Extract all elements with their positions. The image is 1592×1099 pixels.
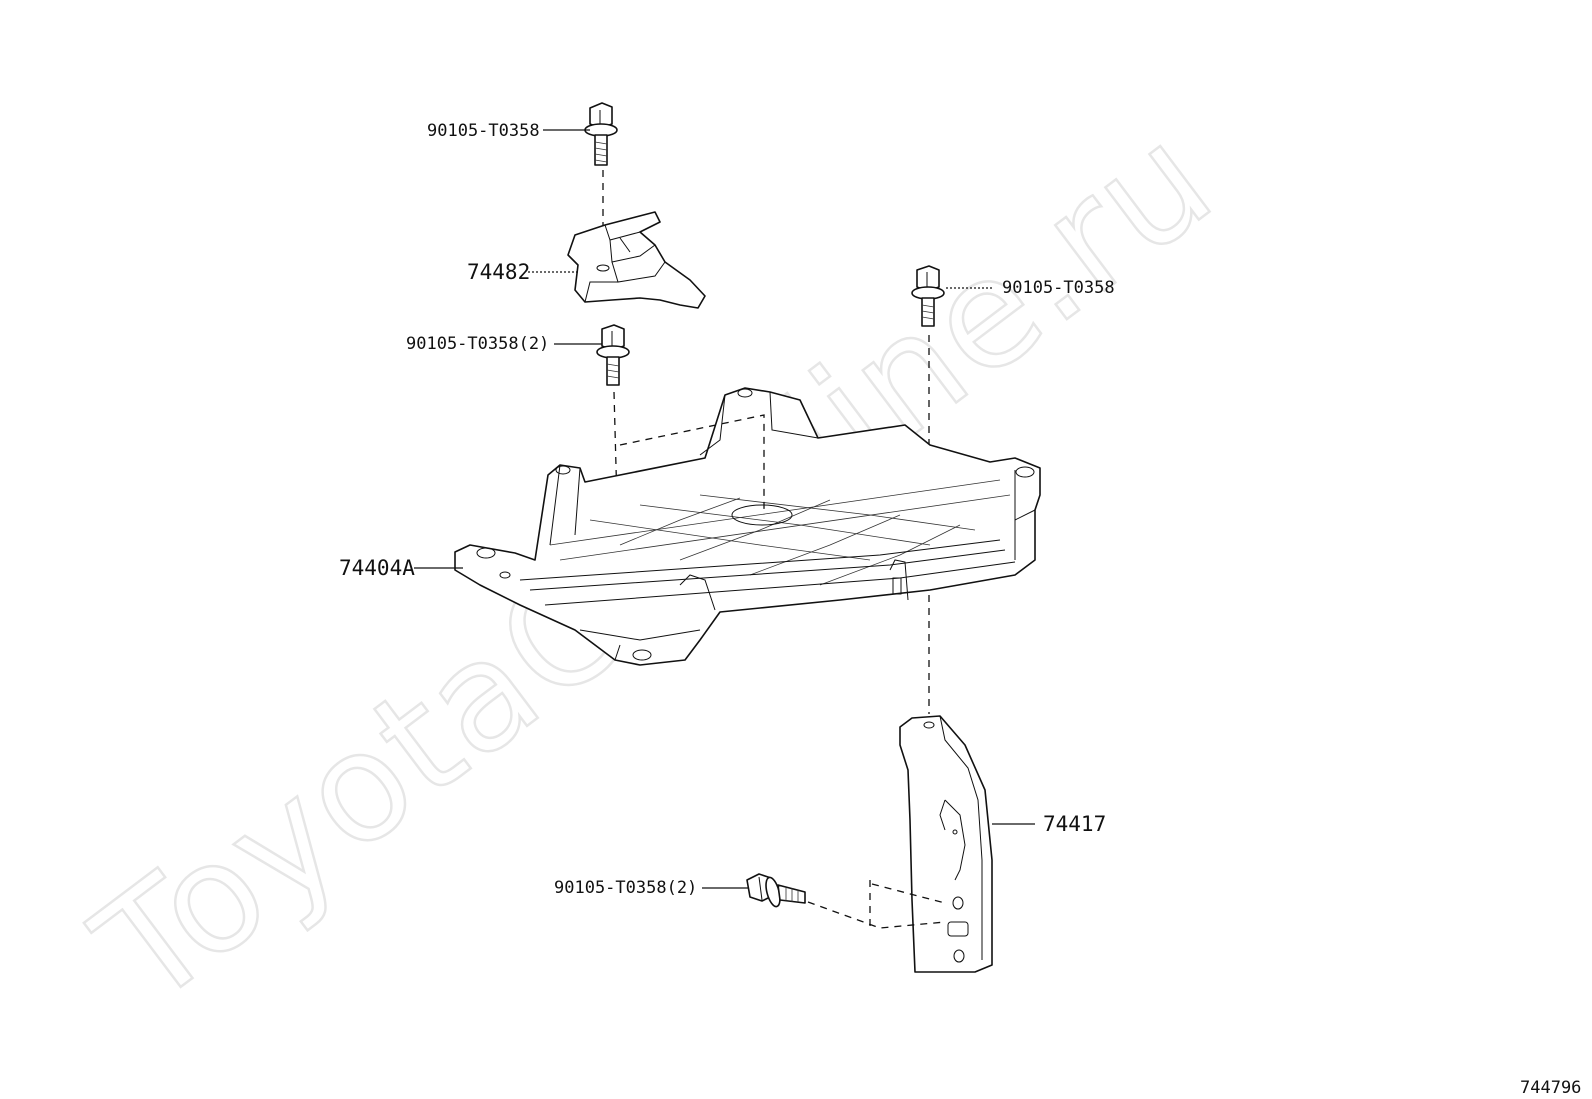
callout-bolt-mid-left: 90105-T0358(2)	[406, 334, 549, 354]
bolt-top[interactable]	[584, 102, 618, 166]
callout-bolt-bottom: 90105-T0358(2)	[554, 878, 697, 898]
callout-bolt-right: 90105-T0358	[1002, 278, 1115, 298]
bolt-mid-left[interactable]	[596, 324, 630, 386]
battery-tray[interactable]	[454, 387, 1041, 666]
bolt-bottom[interactable]	[746, 873, 806, 908]
callout-tray: 74404A	[339, 556, 415, 580]
callout-bracket-lower: 74417	[1043, 812, 1106, 836]
bolt-right[interactable]	[911, 265, 945, 327]
diagram-code: 744796	[1520, 1078, 1581, 1098]
callout-bracket-upper: 74482	[467, 260, 530, 284]
bracket-lower[interactable]	[899, 715, 993, 973]
bracket-upper[interactable]	[567, 211, 706, 309]
callout-bolt-top: 90105-T0358	[427, 121, 540, 141]
